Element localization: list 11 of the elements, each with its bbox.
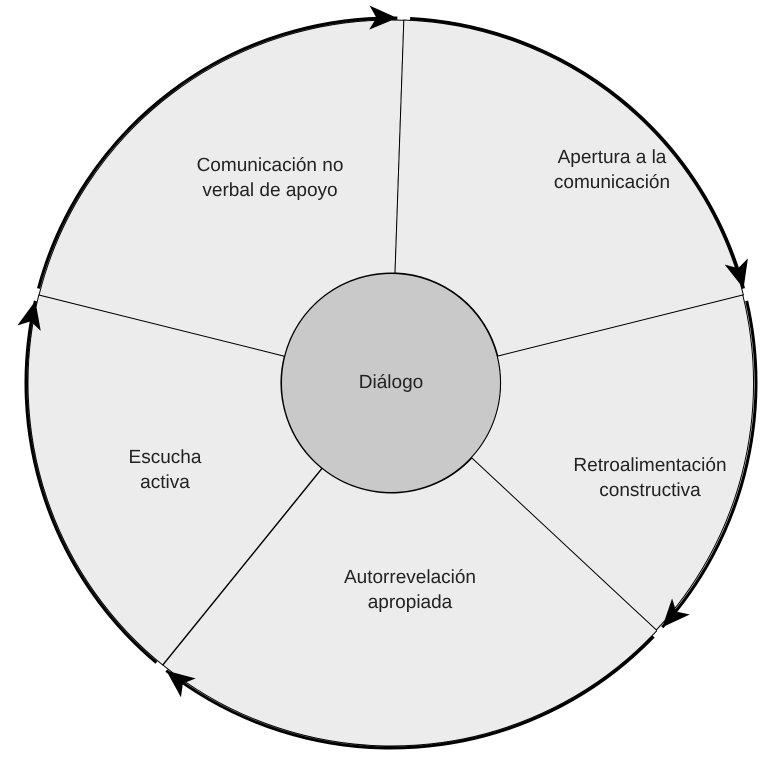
sector-label: Autorrevelación apropiada — [342, 566, 477, 615]
sector-label: Escucha activa — [128, 446, 202, 495]
cycle-arrow — [18, 300, 158, 664]
cycle-arrow — [410, 17, 746, 289]
cycle-arrow — [165, 635, 655, 749]
sector-label: Comunicación no verbal de apoyo — [196, 154, 344, 203]
sector-label: Retroalimentación constructiva — [572, 454, 728, 503]
cycle-arrow — [37, 7, 398, 289]
center-label: Diálogo — [358, 371, 424, 395]
sector-label: Apertura a la comunicación — [552, 146, 672, 195]
cycle-arrow — [661, 300, 758, 628]
